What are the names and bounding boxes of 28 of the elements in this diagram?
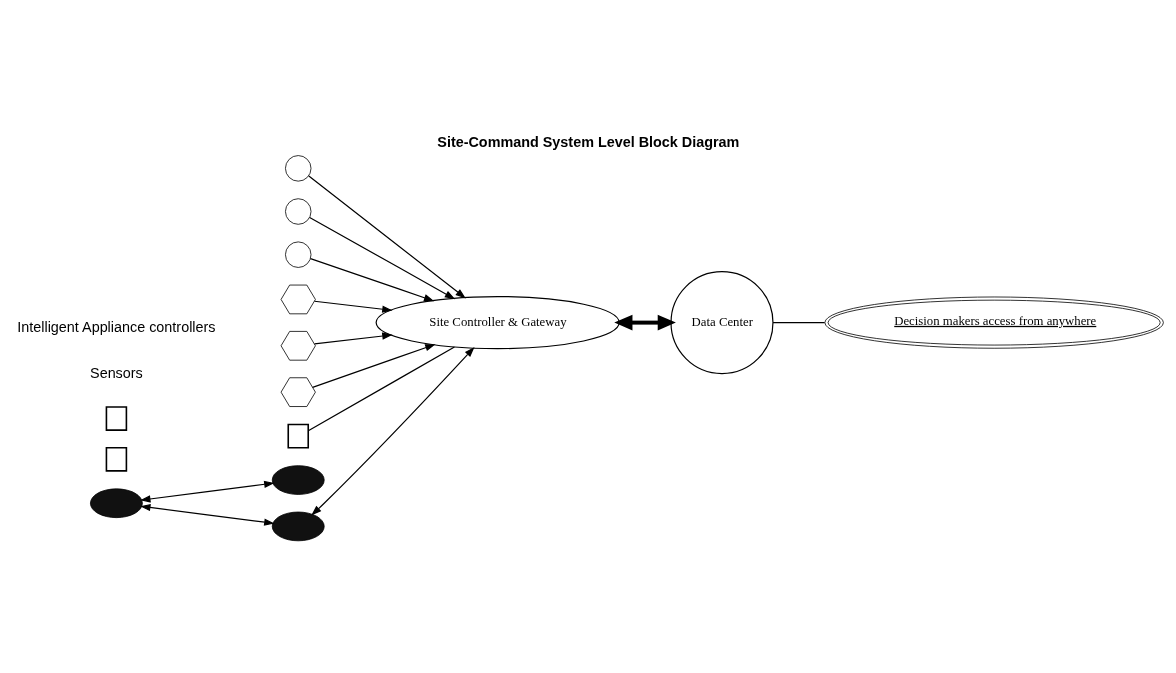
arrow bbox=[312, 343, 436, 388]
node-circle: Data Center bbox=[670, 270, 774, 374]
node-circle bbox=[285, 154, 312, 182]
connector bbox=[307, 345, 456, 431]
node-ellipse bbox=[90, 487, 143, 518]
label: Intelligent Appliance controllers bbox=[17, 318, 216, 335]
node-box bbox=[287, 423, 310, 448]
node-ellipse bbox=[271, 464, 325, 495]
arrow bbox=[313, 300, 393, 313]
arrow bbox=[309, 257, 435, 301]
node-hexagon bbox=[280, 376, 316, 407]
arrow bbox=[309, 216, 456, 299]
node-hexagon bbox=[280, 284, 316, 314]
arrow bbox=[313, 331, 393, 345]
connector bbox=[772, 321, 826, 323]
label: Sensors bbox=[90, 364, 143, 381]
diagram-title: Site-Command System Level Block Diagram bbox=[437, 133, 740, 150]
node-ellipse bbox=[271, 511, 325, 541]
node-box bbox=[105, 405, 128, 431]
arrow bbox=[614, 314, 676, 331]
arrow bbox=[140, 503, 275, 526]
node-circle bbox=[285, 241, 312, 268]
arrow bbox=[140, 480, 275, 503]
arrow bbox=[311, 346, 475, 516]
node-hexagon bbox=[280, 330, 316, 361]
node-box bbox=[105, 446, 128, 472]
arrow bbox=[308, 174, 466, 298]
node-circle bbox=[285, 197, 312, 225]
